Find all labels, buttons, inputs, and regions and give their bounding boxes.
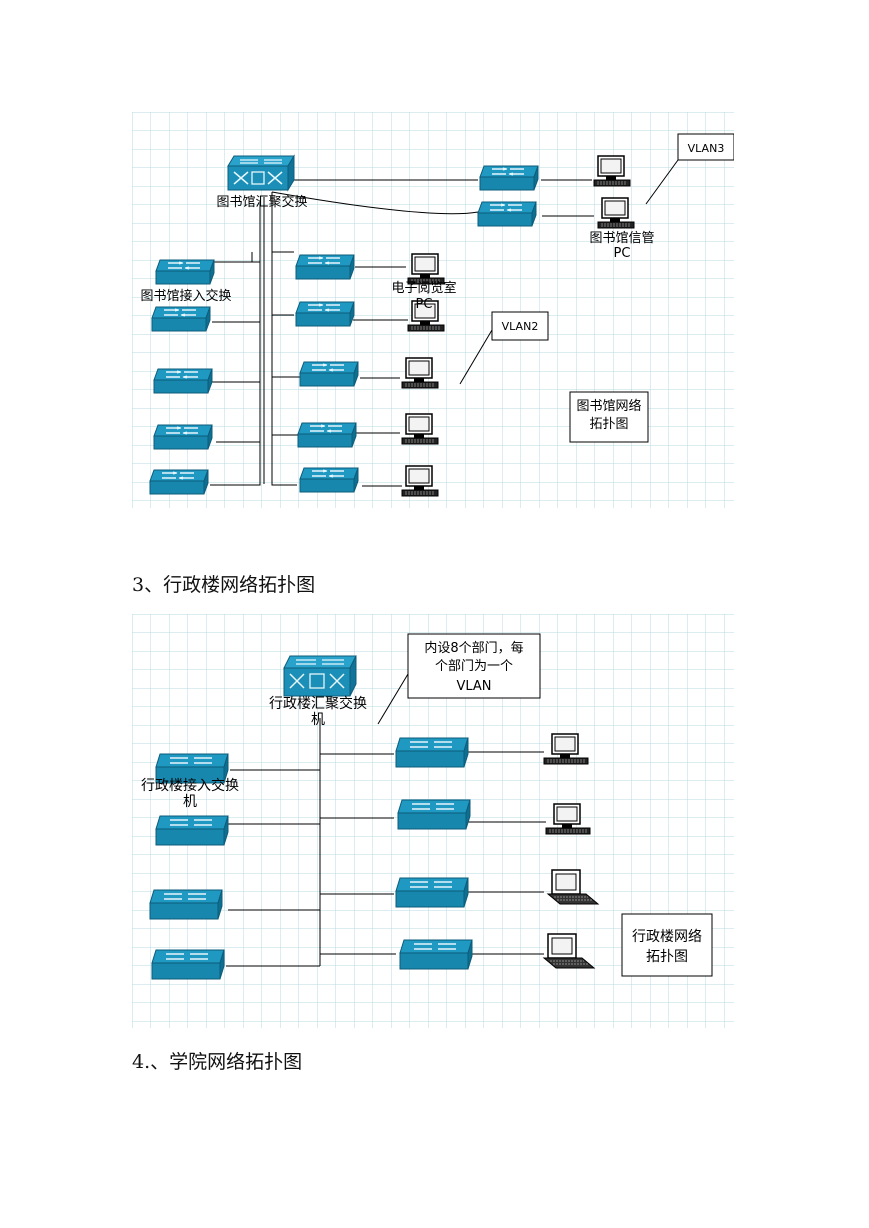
library-access-switch bbox=[151, 306, 211, 332]
pc-icon bbox=[401, 465, 439, 497]
admin-access-switch bbox=[395, 737, 469, 768]
vlan2-callout: VLAN2 bbox=[502, 320, 539, 333]
reading-room-label-line1: 电子阅览室 bbox=[391, 280, 456, 296]
admin-caption-box bbox=[621, 913, 713, 977]
admin-access-switch-label-line1: 行政楼接入交换 bbox=[141, 777, 239, 794]
vlan3-callout-box bbox=[677, 133, 735, 161]
vlan-callout-box bbox=[407, 633, 541, 699]
admin-access-switch bbox=[151, 949, 225, 980]
vlan3-callout: VLAN3 bbox=[688, 142, 725, 155]
library-caption-line1: 图书馆网络 bbox=[576, 398, 641, 414]
library-access-switch bbox=[153, 424, 213, 450]
library-access-switch bbox=[299, 361, 359, 387]
admin-access-switch bbox=[397, 799, 471, 830]
library-access-switch bbox=[295, 254, 355, 280]
reading-room-label-line2: PC bbox=[416, 297, 433, 312]
library-access-switch bbox=[299, 467, 359, 493]
pc-icon bbox=[401, 413, 439, 445]
admin-building-topology-diagram: 内设8个部门，每 个部门为一个 VLAN 行政楼网络 拓扑图 行政楼汇聚交换 机… bbox=[132, 614, 734, 1028]
admin-pc-label-line2: PC bbox=[614, 246, 631, 261]
vlan2-callout-box bbox=[491, 311, 549, 341]
library-core-switch bbox=[227, 155, 295, 191]
admin-access-switch-label-line2: 机 bbox=[183, 794, 197, 810]
library-access-switch bbox=[477, 201, 537, 227]
section-heading: 3、行政楼网络拓扑图 bbox=[132, 574, 316, 596]
admin-pc-label-line1: 图书馆信管 bbox=[589, 231, 654, 246]
pc-icon bbox=[407, 253, 445, 285]
library-topology-diagram: VLAN3 VLAN2 图书馆网络 拓扑图 图书馆汇聚交换 图书馆接入交换 电子… bbox=[132, 112, 735, 508]
library-access-switch bbox=[155, 259, 215, 285]
admin-caption-line2: 拓扑图 bbox=[646, 949, 688, 965]
admin-access-switch bbox=[155, 815, 229, 846]
pc-icon bbox=[593, 155, 631, 187]
admin-core-switch-label-line2: 机 bbox=[311, 712, 325, 728]
library-access-switch bbox=[479, 165, 539, 191]
library-access-switch bbox=[295, 301, 355, 327]
pc-icon bbox=[401, 357, 439, 389]
library-caption-box bbox=[569, 391, 649, 443]
admin-caption-line1: 行政楼网络 bbox=[632, 929, 702, 945]
vlan-callout-line1: 内设8个部门，每 bbox=[424, 640, 523, 656]
library-access-switch bbox=[153, 368, 213, 394]
vlan-callout-line2: 个部门为一个 bbox=[435, 659, 513, 674]
library-link-lines bbox=[210, 179, 594, 487]
library-caption-line2: 拓扑图 bbox=[589, 417, 628, 432]
library-access-switch-label: 图书馆接入交换 bbox=[140, 288, 231, 304]
admin-access-switch bbox=[395, 877, 469, 908]
admin-core-switch-label-line1: 行政楼汇聚交换 bbox=[269, 695, 367, 712]
library-access-switch bbox=[149, 469, 209, 495]
admin-link-lines bbox=[226, 718, 546, 967]
library-access-switch bbox=[297, 422, 357, 448]
admin-access-switch bbox=[149, 889, 223, 920]
admin-access-switch bbox=[399, 939, 473, 970]
library-core-switch-label: 图书馆汇聚交换 bbox=[216, 194, 307, 210]
vlan-callout-line3: VLAN bbox=[456, 679, 491, 694]
section-heading: 4.、学院网络拓扑图 bbox=[132, 1051, 303, 1073]
pc-icon bbox=[597, 197, 635, 229]
admin-core-switch bbox=[283, 655, 357, 697]
